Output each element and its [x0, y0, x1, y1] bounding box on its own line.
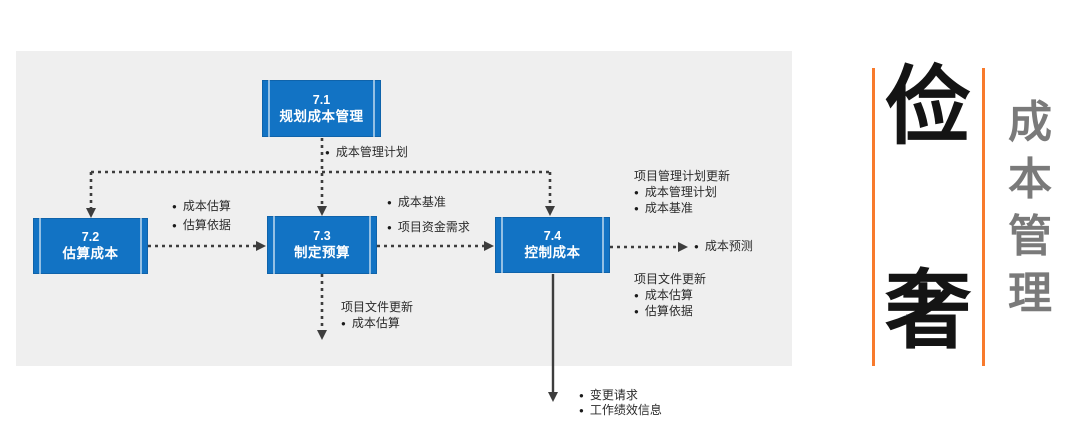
process-box-7-4: 7.4 控制成本	[495, 217, 610, 273]
bullet-icon: ●	[172, 221, 177, 230]
thrift-character: 俭	[885, 59, 971, 155]
box-stripe-icon	[268, 80, 270, 137]
vertical-title-char: 理	[1008, 269, 1052, 318]
bullet-icon: ●	[579, 406, 584, 415]
label-73-doc-updates: 项目文件更新 ● 成本估算	[341, 301, 413, 330]
process-name: 估算成本	[62, 246, 119, 262]
box-stripe-icon	[39, 218, 41, 274]
process-number: 7.1	[312, 92, 331, 107]
list-item: ● 成本管理计划	[634, 186, 730, 199]
list-item: ● 变更请求	[579, 389, 662, 402]
box-stripe-icon	[140, 218, 142, 274]
list-item: ● 成本基准	[634, 202, 730, 215]
vertical-title-char: 管	[1008, 212, 1052, 261]
bullet-icon: ●	[634, 204, 639, 213]
label-73-outputs: ● 成本基准 ● 项目资金需求	[387, 196, 470, 234]
label-text: 成本估算	[182, 199, 231, 213]
label-cost-management-plan: ● 成本管理计划	[325, 146, 408, 159]
list-item: ● 成本估算	[634, 289, 706, 302]
label-text: 成本预测	[704, 239, 753, 253]
label-cost-forecast: ● 成本预测	[694, 240, 753, 253]
luxury-character: 奢	[885, 263, 971, 359]
box-stripe-icon	[602, 217, 604, 273]
label-text: 变更请求	[589, 388, 638, 402]
bullet-icon: ●	[634, 307, 639, 316]
vertical-title-char: 成	[1008, 98, 1052, 147]
box-stripe-icon	[501, 217, 503, 273]
process-box-7-3: 7.3 制定预算	[267, 216, 377, 274]
label-text: 成本管理计划	[644, 185, 717, 199]
accent-line-left	[872, 68, 875, 366]
list-item: ● 成本预测	[694, 240, 753, 253]
list-item: ● 成本估算	[172, 200, 231, 213]
diagram-panel	[16, 51, 792, 366]
box-stripe-icon	[373, 80, 375, 137]
list-item: ● 成本管理计划	[325, 146, 408, 159]
label-72-outputs: ● 成本估算 ● 估算依据	[172, 200, 231, 232]
label-74-doc-updates: 项目文件更新 ● 成本估算 ● 估算依据	[634, 273, 706, 318]
bullet-icon: ●	[634, 291, 639, 300]
box-stripe-icon	[273, 216, 275, 274]
process-number: 7.3	[313, 229, 331, 244]
bullet-icon: ●	[325, 148, 330, 157]
process-name: 规划成本管理	[279, 108, 364, 124]
bullet-icon: ●	[387, 198, 392, 207]
label-74-bottom-outputs: ● 变更请求 ● 工作绩效信息	[579, 389, 662, 417]
process-box-7-1: 7.1 规划成本管理	[262, 80, 381, 137]
bullet-icon: ●	[694, 242, 699, 251]
label-text: 成本估算	[644, 288, 693, 302]
list-item: ● 项目资金需求	[387, 221, 470, 234]
accent-line-right	[982, 68, 985, 366]
label-text: 项目资金需求	[397, 220, 470, 234]
label-group-title: 项目管理计划更新	[634, 169, 731, 183]
bullet-icon: ●	[634, 188, 639, 197]
label-text: 成本基准	[644, 201, 693, 215]
bullet-icon: ●	[579, 391, 584, 400]
vertical-title-char: 本	[1008, 155, 1052, 204]
list-item: ● 工作绩效信息	[579, 404, 662, 417]
label-text: 成本基准	[397, 195, 446, 209]
bullet-icon: ●	[172, 202, 177, 211]
list-item: ● 成本基准	[387, 196, 470, 209]
list-item: ● 估算依据	[634, 305, 706, 318]
label-group-title: 项目文件更新	[341, 300, 414, 314]
label-text: 工作绩效信息	[589, 403, 662, 417]
vertical-title-cost-management: 成 本 管 理	[1008, 94, 1052, 322]
label-text: 估算依据	[644, 304, 693, 318]
label-74-plan-updates: 项目管理计划更新 ● 成本管理计划 ● 成本基准	[634, 170, 730, 215]
process-box-7-2: 7.2 估算成本	[33, 218, 148, 274]
process-name: 控制成本	[524, 245, 581, 261]
bullet-icon: ●	[341, 319, 346, 328]
process-name: 制定预算	[294, 245, 350, 261]
box-stripe-icon	[369, 216, 371, 274]
label-text: 估算依据	[182, 218, 231, 232]
list-item: ● 成本估算	[341, 317, 413, 330]
label-group-title: 项目文件更新	[634, 272, 707, 286]
process-number: 7.4	[543, 229, 562, 244]
label-text: 成本估算	[351, 316, 400, 330]
bullet-icon: ●	[387, 223, 392, 232]
process-number: 7.2	[81, 230, 100, 245]
list-item: ● 估算依据	[172, 219, 231, 232]
label-text: 成本管理计划	[335, 145, 408, 159]
